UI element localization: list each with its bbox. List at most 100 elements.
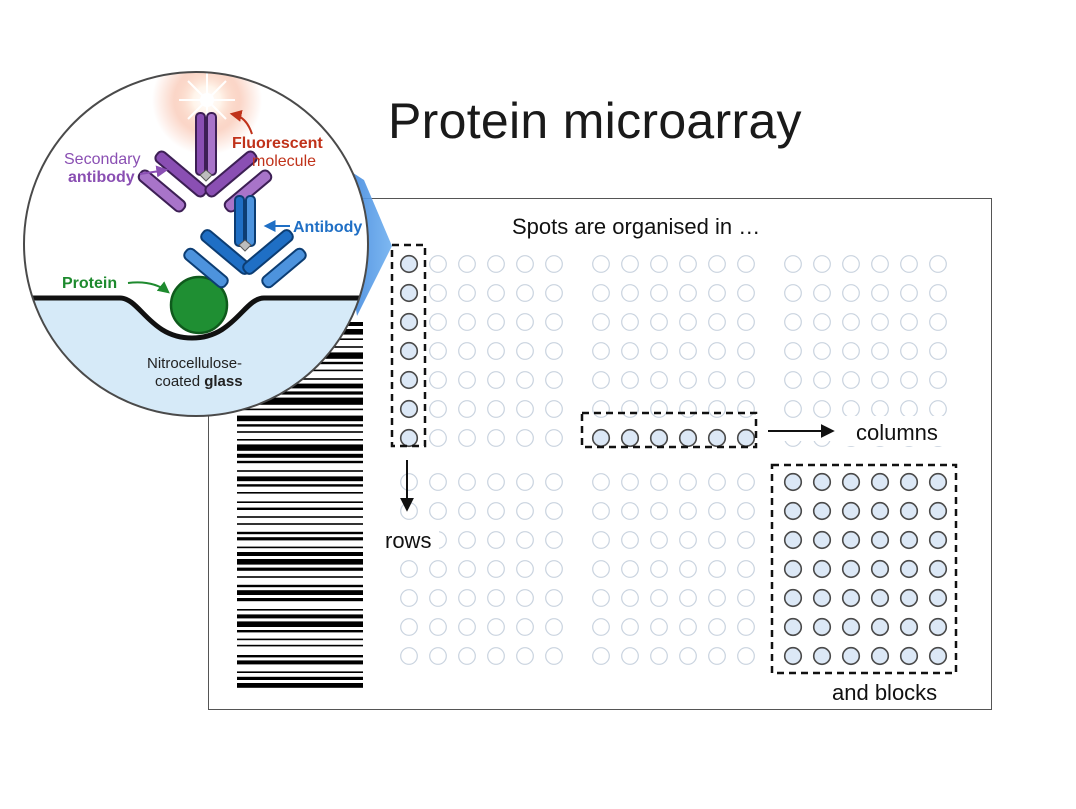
spot-highlighted [870, 501, 890, 521]
spot [429, 400, 447, 418]
spot [516, 255, 534, 273]
spot-highlighted [841, 617, 861, 637]
spot [516, 560, 534, 578]
spot [458, 531, 476, 549]
barcode-bar [237, 531, 363, 535]
spot [545, 502, 563, 520]
spot [545, 429, 563, 447]
spot [516, 502, 534, 520]
spot [400, 560, 418, 578]
spot [871, 371, 889, 389]
barcode [237, 322, 363, 688]
spot [592, 342, 610, 360]
spot [592, 371, 610, 389]
spot [929, 284, 947, 302]
spot [708, 618, 726, 636]
spot [679, 560, 697, 578]
spot [708, 313, 726, 331]
spot [458, 473, 476, 491]
spot [516, 400, 534, 418]
primary-antibody [183, 195, 307, 289]
page-title: Protein microarray [388, 93, 802, 149]
barcode-bar [237, 507, 363, 510]
spot-highlighted [928, 472, 948, 492]
spot [458, 618, 476, 636]
spot [458, 502, 476, 520]
spot [545, 531, 563, 549]
barcode-bar [237, 676, 363, 680]
spot-highlighted [899, 472, 919, 492]
spot [487, 647, 505, 665]
spot [737, 647, 755, 665]
spot-highlighted [812, 646, 832, 666]
spot [458, 342, 476, 360]
spot [621, 255, 639, 273]
spot [545, 618, 563, 636]
spot-highlighted [812, 530, 832, 550]
barcode-bar [237, 660, 363, 665]
barcode-bar [237, 590, 363, 595]
spot-highlighted [399, 341, 419, 361]
spot-highlighted [783, 617, 803, 637]
spot [429, 473, 447, 491]
spot [737, 342, 755, 360]
spot [650, 647, 668, 665]
spot [679, 531, 697, 549]
spot [516, 473, 534, 491]
spot-highlighted [899, 530, 919, 550]
barcode-bar [237, 408, 363, 411]
spot-highlighted [870, 530, 890, 550]
spot [487, 531, 505, 549]
barcode-bar [237, 460, 363, 464]
spot-grid [399, 254, 948, 666]
spot [545, 473, 563, 491]
spot [650, 589, 668, 607]
spot [784, 284, 802, 302]
spot [679, 502, 697, 520]
barcode-bar [237, 470, 363, 472]
barcode-bar [237, 546, 363, 549]
spot [400, 589, 418, 607]
spot [737, 313, 755, 331]
spot [737, 531, 755, 549]
spot [621, 531, 639, 549]
blocks-label: and blocks [832, 680, 937, 705]
spot-highlighted [928, 530, 948, 550]
spot [708, 647, 726, 665]
spot [708, 502, 726, 520]
spot-highlighted [899, 617, 919, 637]
spot [429, 284, 447, 302]
spot [592, 284, 610, 302]
spot [679, 647, 697, 665]
spot [708, 560, 726, 578]
barcode-bar [237, 397, 363, 405]
spot [842, 342, 860, 360]
spot [621, 618, 639, 636]
barcode-bar [237, 391, 363, 395]
spot [592, 647, 610, 665]
barcode-bar [237, 559, 363, 565]
spot-highlighted [783, 559, 803, 579]
spot [429, 589, 447, 607]
spot [429, 618, 447, 636]
barcode-bar [237, 484, 363, 487]
spot [650, 502, 668, 520]
spot [737, 255, 755, 273]
spot-highlighted [783, 646, 803, 666]
spot [487, 473, 505, 491]
spot-highlighted [899, 501, 919, 521]
spot-highlighted [783, 501, 803, 521]
spot [487, 589, 505, 607]
spot [592, 531, 610, 549]
block-highlight-box [770, 463, 958, 675]
spot-highlighted [812, 559, 832, 579]
spot [842, 400, 860, 418]
spot [679, 400, 697, 418]
spot [650, 313, 668, 331]
fluorescent-label: Fluorescent [232, 135, 323, 152]
spot [458, 589, 476, 607]
barcode-bar [237, 609, 363, 611]
spot [429, 647, 447, 665]
column-highlight-box [580, 411, 758, 449]
spot [650, 618, 668, 636]
